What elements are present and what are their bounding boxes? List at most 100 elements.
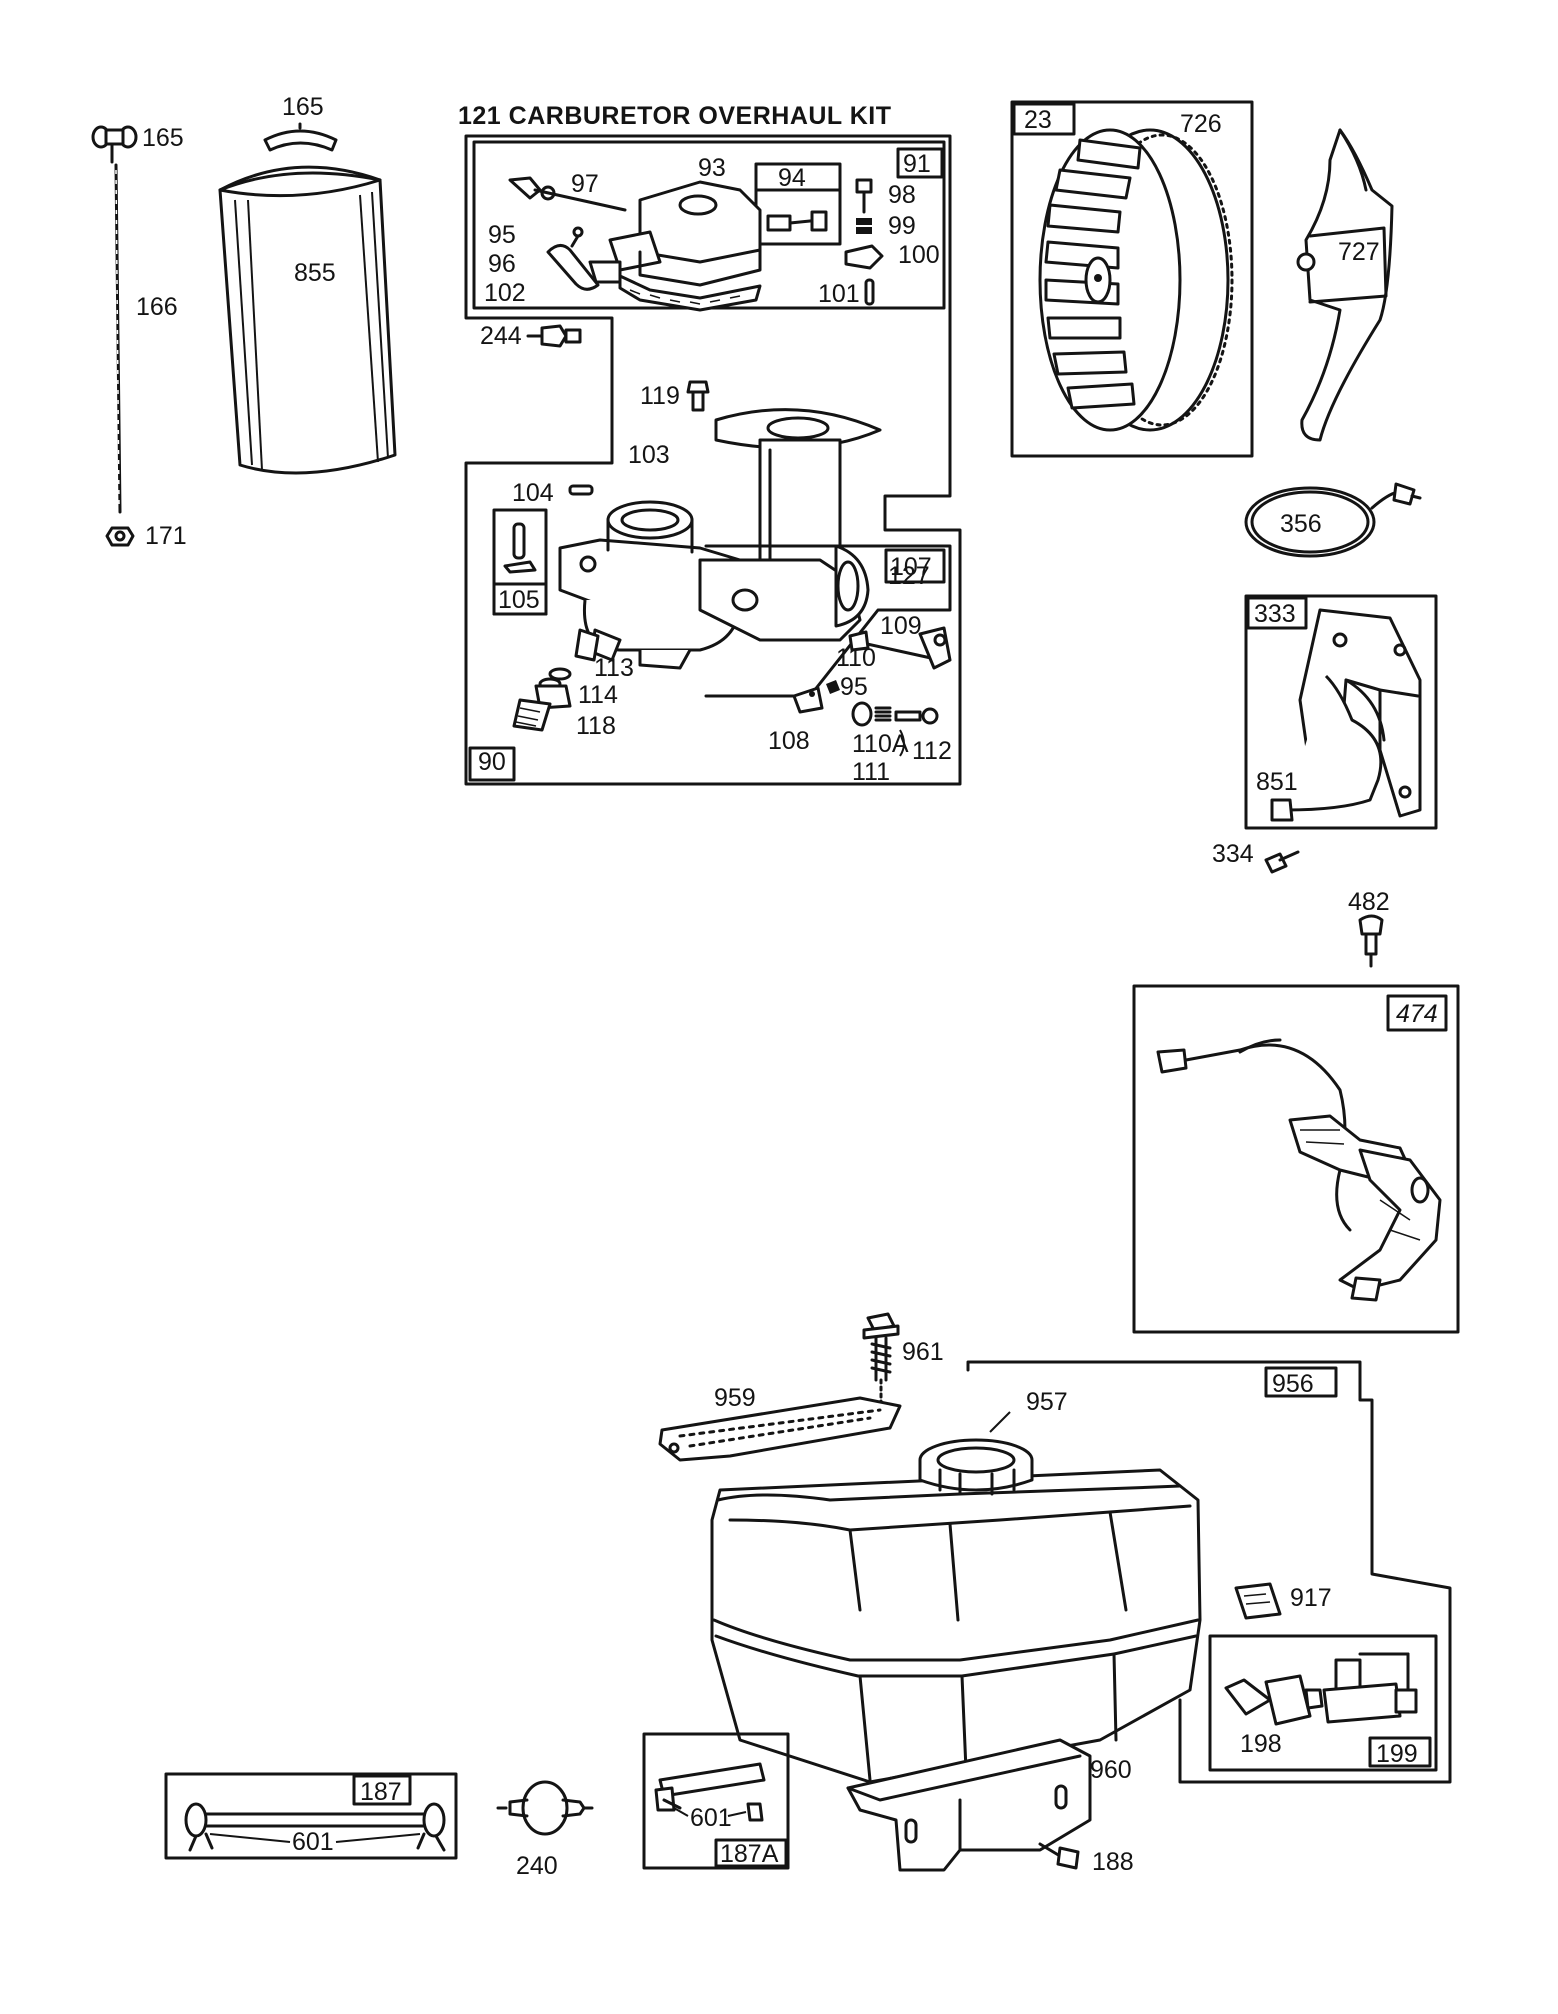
- spring-99: [856, 218, 872, 234]
- label-961: 961: [902, 1338, 944, 1366]
- box-333: [1244, 594, 1438, 830]
- label-95-lower: 95: [840, 673, 868, 701]
- label-108: 108: [768, 727, 810, 755]
- label-957: 957: [1026, 1388, 1068, 1416]
- armature-333: [1270, 608, 1422, 822]
- jet-113: [574, 628, 600, 662]
- fuel-valve-198: [1224, 1674, 1324, 1726]
- label-113: 113: [594, 654, 634, 682]
- label-726: 726: [1180, 110, 1222, 138]
- wiring-harness-474: [1156, 1038, 1442, 1302]
- label-188: 188: [1092, 1848, 1134, 1876]
- box-105-label: 105: [498, 586, 540, 614]
- box-23: [1010, 100, 1254, 458]
- label-93: 93: [698, 154, 726, 182]
- wing-nut-165-left: [91, 125, 138, 149]
- label-198: 198: [1240, 1730, 1282, 1758]
- label-100: 100: [898, 241, 940, 269]
- rod-97: [508, 176, 627, 212]
- box-199-label: 199: [1376, 1740, 1418, 1768]
- heat-shield-959: [658, 1396, 902, 1462]
- label-109: 109: [880, 612, 922, 640]
- fuel-line-601: [184, 1802, 446, 1852]
- box-94-label: 94: [778, 164, 806, 192]
- box-107-label: 107: [890, 553, 932, 581]
- label-114: 114: [578, 681, 618, 709]
- nut-171: [105, 526, 135, 547]
- box-90-outline: [464, 134, 962, 786]
- label-166: 166: [136, 293, 178, 321]
- label-103: 103: [628, 441, 670, 469]
- box-187A: [642, 1732, 790, 1870]
- throttle-shaft-109: [848, 626, 952, 670]
- screw-188: [1038, 1842, 1080, 1870]
- box-187A-label: 187A: [720, 1840, 779, 1868]
- box-187: [164, 1772, 458, 1860]
- label-119: 119: [640, 382, 680, 410]
- label-111: 111: [852, 758, 890, 786]
- label-960: 960: [1090, 1756, 1132, 1784]
- box-956: [966, 1360, 1452, 1784]
- pin-104: [568, 484, 594, 496]
- label-101: 101: [818, 280, 860, 308]
- screw-334: [1264, 850, 1300, 874]
- pin-101: [864, 278, 875, 306]
- bracket-960: [846, 1738, 1092, 1872]
- box-105: [492, 508, 548, 616]
- parts-95-96-102: [546, 226, 600, 291]
- clip-917: [1234, 1582, 1282, 1620]
- intake-tube: [714, 408, 882, 589]
- cylinder-855: [218, 165, 397, 475]
- label-110: 110: [836, 644, 876, 672]
- label-917: 917: [1290, 1584, 1332, 1612]
- screen-727: [1296, 128, 1394, 442]
- fuel-tank: [710, 1468, 1202, 1784]
- label-99: 99: [888, 212, 916, 240]
- label-104: 104: [512, 479, 554, 507]
- box-187-label: 187: [360, 1778, 402, 1806]
- float-100: [844, 244, 884, 270]
- fuel-line-601-187A: [654, 1762, 766, 1822]
- label-334: 334: [1212, 840, 1254, 868]
- carburetor-body-93: [588, 180, 762, 312]
- label-855: 855: [294, 259, 336, 287]
- fitting-244: [526, 324, 582, 348]
- label-97: 97: [571, 170, 599, 198]
- label-356: 356: [1280, 510, 1322, 538]
- label-165-top: 165: [282, 93, 324, 121]
- screw-98: [855, 178, 873, 214]
- bolt-961: [862, 1312, 900, 1406]
- label-96: 96: [488, 250, 516, 278]
- box-199: [1208, 1634, 1438, 1772]
- label-102: 102: [484, 279, 526, 307]
- rod-166: [110, 143, 122, 514]
- box-91-label: 91: [903, 150, 931, 178]
- needle-valve-94: [766, 210, 828, 232]
- label-601-187A: 601: [690, 1804, 732, 1832]
- screw-119: [686, 380, 710, 412]
- label-171: 171: [145, 522, 187, 550]
- label-95-top: 95: [488, 221, 516, 249]
- box-474-label: 474: [1396, 1000, 1438, 1028]
- label-112: 112: [912, 737, 952, 765]
- plate-108: [792, 686, 824, 714]
- box-956-label: 956: [1272, 1370, 1314, 1398]
- label-959: 959: [714, 1384, 756, 1412]
- flywheel-726: [1038, 128, 1234, 432]
- wire-356: [1244, 482, 1422, 558]
- label-244: 244: [480, 322, 522, 350]
- box-333-label: 333: [1254, 600, 1296, 628]
- wing-clip-165: [263, 122, 338, 152]
- fuel-filter-240: [496, 1780, 594, 1836]
- label-110A: 110A: [852, 730, 909, 758]
- carburetor-main-body: [558, 500, 862, 670]
- label-127: 127: [888, 562, 930, 590]
- parts-110A-111-112: [851, 701, 939, 727]
- label-98: 98: [888, 181, 916, 209]
- valve-199: [1322, 1652, 1418, 1724]
- label-727: 727: [1338, 238, 1380, 266]
- screw-95-lower: [826, 680, 840, 694]
- box-23-label: 23: [1024, 106, 1052, 134]
- label-240: 240: [516, 1852, 558, 1880]
- gasket-127: [834, 544, 870, 628]
